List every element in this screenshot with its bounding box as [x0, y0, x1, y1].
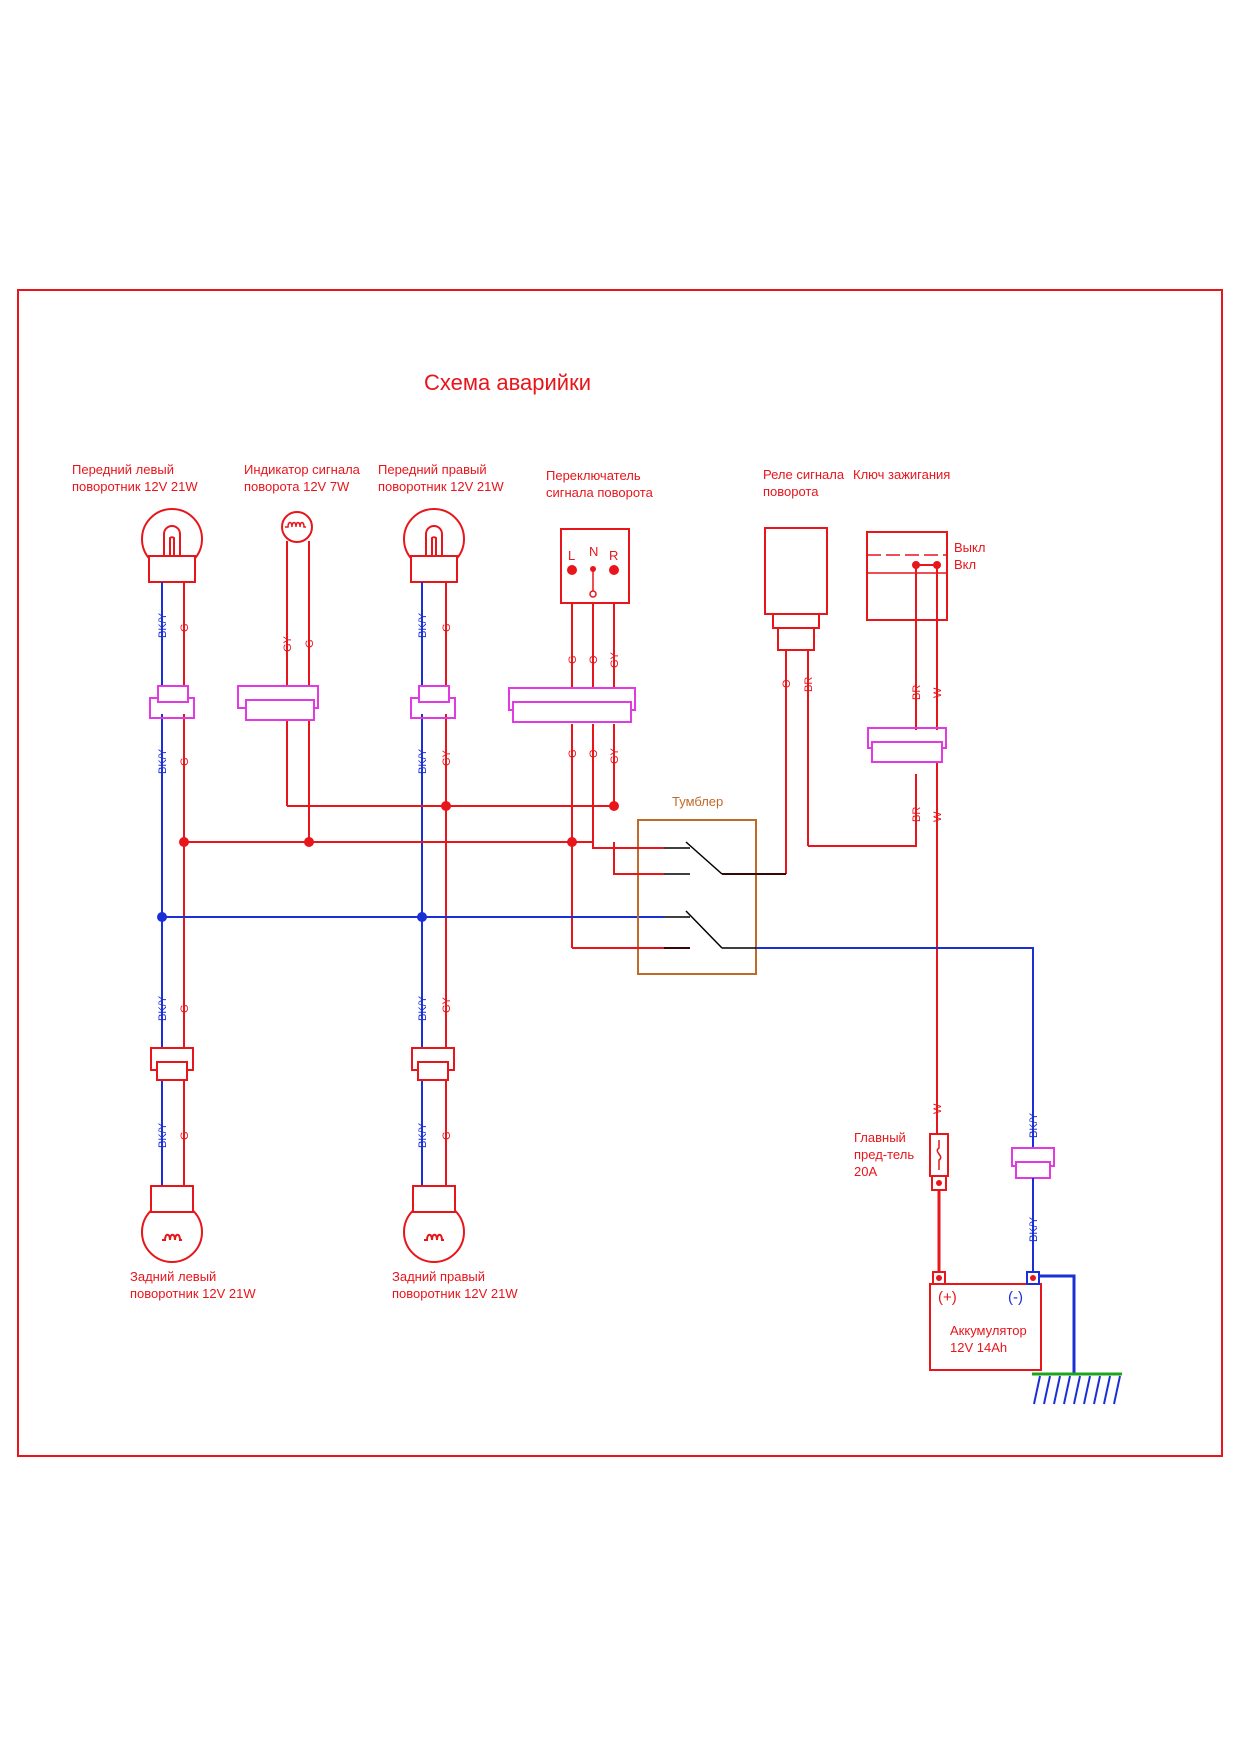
battery-label-2: 12V 14Ah [950, 1340, 1007, 1355]
rear-left-lamp-label: Задний левый [130, 1269, 216, 1284]
ignition-off-label: Выкл [954, 540, 985, 555]
wire-label: G [179, 623, 191, 632]
connector-ground [1011, 1147, 1055, 1275]
diagram-frame [17, 289, 1223, 1457]
wire-label: BK/Y [157, 1122, 169, 1148]
bus-ground [157, 912, 664, 922]
ignition-on-label: Вкл [954, 557, 976, 572]
turn-relay-label-2: поворота [763, 484, 819, 499]
connector-indicator [237, 685, 319, 721]
wire-label: BK/Y [417, 995, 429, 1021]
fuse-label-3: 20А [854, 1164, 877, 1179]
wire-label: BK/Y [417, 748, 429, 774]
battery-minus-label: (-) [1008, 1289, 1023, 1306]
wire-label: W [932, 811, 944, 822]
connector-ignition [867, 727, 947, 763]
wire-label: W [932, 687, 944, 698]
battery [929, 1271, 1042, 1371]
wire-labels: BK/Y G BK/Y G BK/Y G BK/Y G GY G BK/Y G … [157, 612, 1040, 1242]
turn-switch-terminal-r: R [609, 548, 618, 563]
front-left-lamp [141, 508, 203, 583]
bus-left-turn [179, 837, 593, 847]
rear-right-lamp-label: Задний правый [392, 1269, 485, 1284]
wire-label: BK/Y [417, 1122, 429, 1148]
turn-switch-terminal-l: L [568, 548, 575, 563]
ground-symbol [1032, 1274, 1122, 1405]
rear-left-lamp-label-2: поворотник 12V 21W [130, 1286, 256, 1301]
bus-right-turn [287, 801, 619, 811]
wire-label: G [304, 639, 316, 648]
wire-label: G [179, 1004, 191, 1013]
toggle-contacts-lower [572, 910, 1034, 1148]
rear-left-lamp [141, 1185, 203, 1263]
toggle-switch-label: Тумблер [672, 794, 723, 809]
diagram-title: Схема аварийки [424, 370, 591, 395]
wire-label: BK/Y [1028, 1216, 1040, 1242]
wire-label: BR [911, 807, 923, 822]
connector-turn-switch [508, 687, 636, 723]
front-right-lamp-label: Передний правый [378, 462, 487, 477]
wire-label: GY [609, 747, 621, 764]
wires-right-column [421, 582, 447, 1186]
wires-indicator [286, 541, 310, 842]
wire-label: BR [911, 685, 923, 700]
wires-ignition [915, 565, 938, 1134]
wire-label: G [179, 757, 191, 766]
rear-right-lamp-label-2: поворотник 12V 21W [392, 1286, 518, 1301]
front-right-lamp-label-2: поворотник 12V 21W [378, 479, 504, 494]
turn-relay [764, 527, 828, 651]
wire-label: BK/Y [1028, 1112, 1040, 1138]
fuse-label-2: пред-тель [854, 1147, 914, 1162]
turn-switch-label: Переключатель [546, 468, 641, 483]
wire-label: GY [441, 996, 453, 1013]
turn-relay-label: Реле сигнала [763, 467, 845, 482]
front-left-lamp-label: Передний левый [72, 462, 174, 477]
indicator-lamp [281, 511, 313, 543]
wire-label: BK/Y [157, 995, 169, 1021]
wire-label: G [441, 623, 453, 632]
wire-label: O [588, 749, 600, 758]
wires-left-column [161, 582, 185, 1186]
turn-switch [560, 528, 630, 604]
turn-switch-label-2: сигнала поворота [546, 485, 654, 500]
wires-turn-switch [571, 603, 615, 948]
wire-label: BR [803, 677, 815, 692]
indicator-lamp-label-2: поворота 12V 7W [244, 479, 350, 494]
turn-switch-terminal-n: N [589, 544, 598, 559]
connector-front-right [410, 685, 456, 719]
battery-label: Аккумулятор [950, 1323, 1027, 1338]
wire-label: BK/Y [157, 612, 169, 638]
battery-plus-label: (+) [938, 1289, 957, 1306]
wire-label: GY [282, 635, 294, 652]
wire-label: BK/Y [417, 612, 429, 638]
indicator-lamp-label: Индикатор сигнала [244, 462, 361, 477]
wire-label: O [781, 679, 793, 688]
main-fuse [929, 1133, 949, 1275]
connector-rear-left [150, 1047, 194, 1081]
front-left-lamp-label-2: поворотник 12V 21W [72, 479, 198, 494]
wire-label: GY [441, 749, 453, 766]
wire-label: G [441, 1131, 453, 1140]
ignition-key-label: Ключ зажигания [853, 467, 950, 482]
ignition-key [866, 531, 948, 621]
fuse-label: Главный [854, 1130, 906, 1145]
rear-right-lamp [403, 1185, 465, 1263]
toggle-contacts-upper [592, 841, 786, 875]
wire-label: G [179, 1131, 191, 1140]
front-right-lamp [403, 508, 465, 583]
wire-label: BK/Y [157, 748, 169, 774]
wire-label: G [567, 655, 579, 664]
connector-rear-right [411, 1047, 455, 1081]
wire-label: W [932, 1103, 944, 1114]
wire-label: O [588, 655, 600, 664]
wire-label: G [567, 749, 579, 758]
connector-front-left [149, 685, 195, 719]
wire-label: GY [609, 651, 621, 668]
toggle-switch-box [637, 819, 757, 975]
